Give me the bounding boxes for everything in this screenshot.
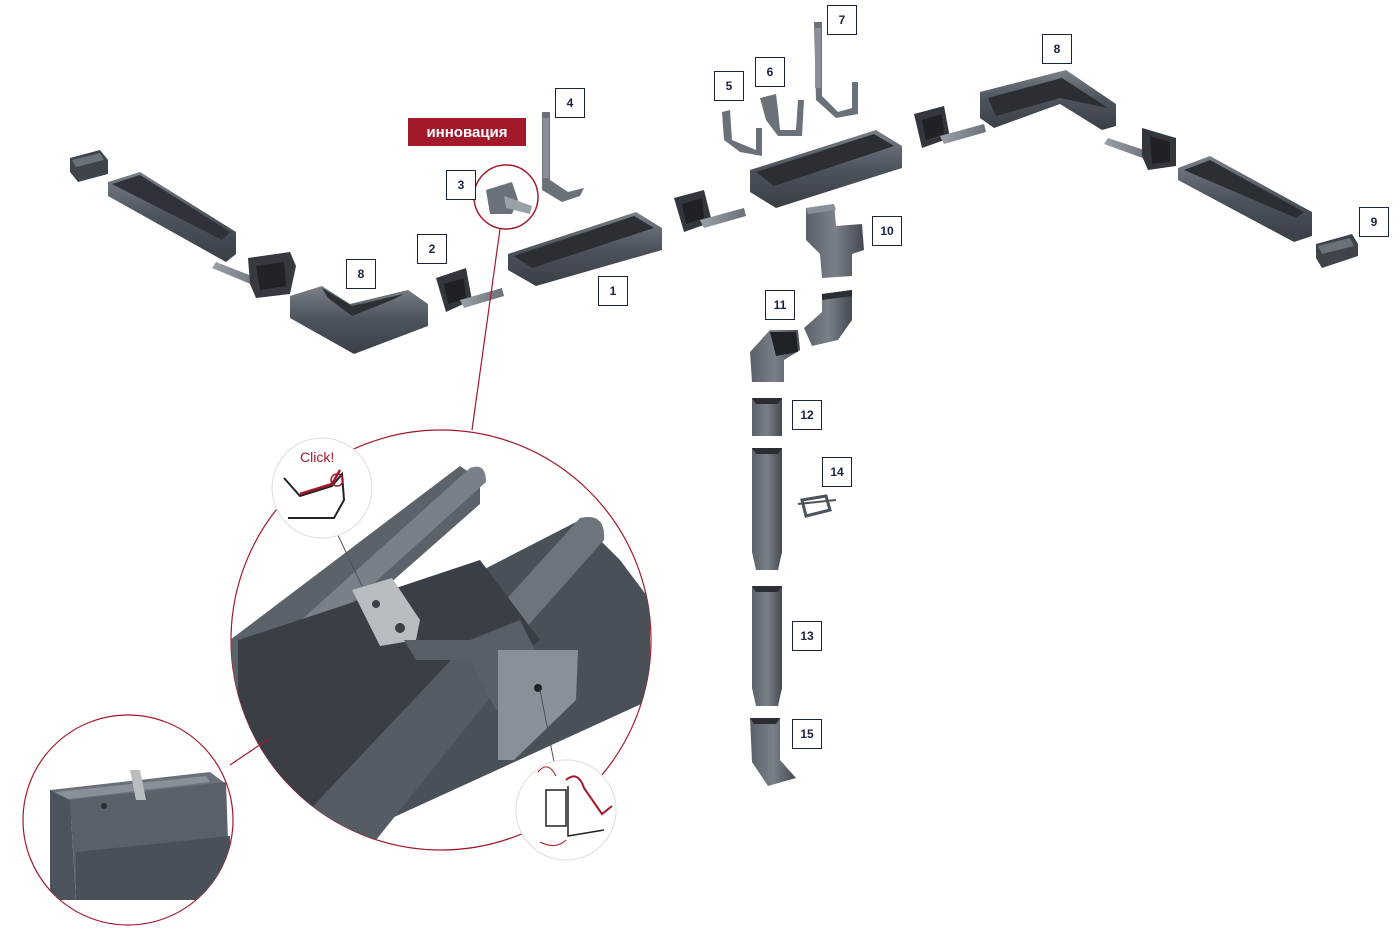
hook-bracket-5 (722, 110, 762, 156)
part-label-3: 3 (446, 170, 476, 200)
detail-magnifier-large (230, 429, 652, 851)
pipe-long-13 (752, 586, 782, 706)
hook-bracket-6 (760, 94, 804, 136)
part-label-6: 6 (755, 57, 785, 87)
detail-magnifier-small (22, 714, 234, 926)
click-label: Click! (300, 449, 335, 465)
callout-line (471, 228, 501, 431)
hook-bracket-7 (814, 22, 858, 118)
end-cap-left (70, 150, 108, 182)
gutter-section-1 (508, 212, 662, 286)
drainage-flow-inset (515, 759, 617, 861)
elbow-lower-11 (750, 330, 800, 382)
part-label-14: 14 (822, 457, 852, 487)
part-label-2: 2 (417, 234, 447, 264)
pipe-long-upper (752, 448, 782, 570)
part-label-13: 13 (792, 621, 822, 651)
gutter-left (108, 172, 236, 262)
innovation-badge: инновация (408, 118, 526, 146)
gutter-right (1178, 156, 1312, 242)
part-label-4: 4 (555, 88, 585, 118)
callout-line-small (229, 737, 271, 766)
connector-middle (674, 190, 746, 232)
connector-right-1 (914, 106, 986, 148)
connector-right-2 (1104, 128, 1176, 170)
end-cap-right (1316, 234, 1358, 268)
clip-bracket-3 (486, 182, 532, 214)
part-label-9: 9 (1359, 207, 1389, 237)
part-label-8-right: 8 (1042, 34, 1072, 64)
pipe-clamp-14 (797, 494, 837, 518)
corner-right (980, 70, 1116, 130)
part-label-15: 15 (792, 719, 822, 749)
part-label-11: 11 (765, 290, 795, 320)
part-label-7: 7 (827, 5, 857, 35)
click-detail-inset (271, 437, 373, 539)
part-label-1: 1 (598, 276, 628, 306)
hook-bracket-4 (542, 112, 584, 202)
funnel-outlet-10 (806, 204, 864, 278)
elbow-upper-11 (804, 290, 852, 346)
outlet-elbow-15 (750, 718, 796, 786)
part-label-10: 10 (872, 216, 902, 246)
part-label-5: 5 (714, 71, 744, 101)
gutter-section-upper (750, 130, 902, 208)
part-label-12: 12 (792, 400, 822, 430)
connector-left (212, 252, 296, 298)
corner-left (290, 286, 428, 354)
gutter-connector-2 (436, 268, 504, 312)
pipe-short-12 (752, 398, 782, 436)
part-label-8-left: 8 (346, 259, 376, 289)
callout-line-flow (539, 689, 557, 773)
